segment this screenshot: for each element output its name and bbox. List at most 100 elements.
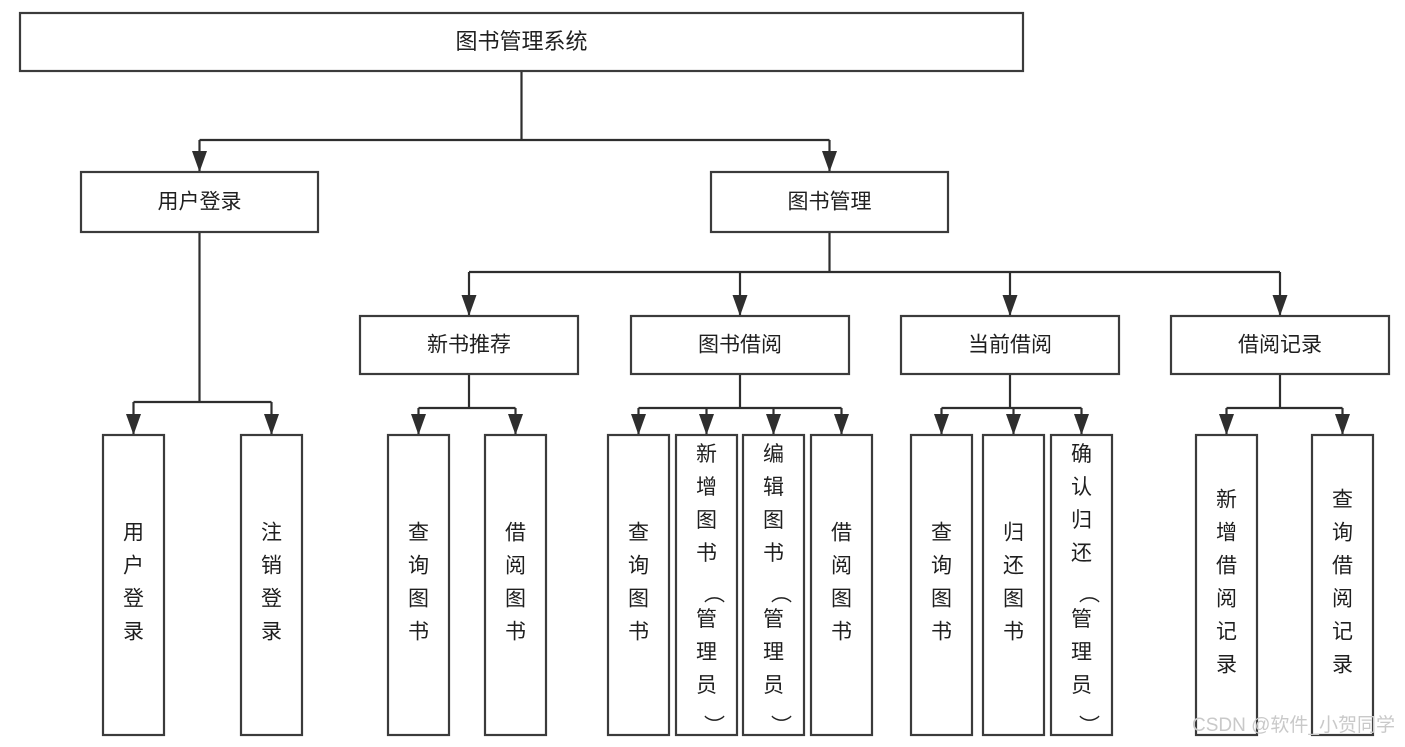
node-box bbox=[709, 170, 950, 234]
node-box bbox=[981, 433, 1046, 737]
root-node-图书管理系统[interactable]: 图书管理系统 bbox=[18, 11, 1025, 73]
level2-node-图书管理[interactable]: 图书管理 bbox=[709, 170, 950, 234]
leaf-label-char: 录 bbox=[1216, 654, 1237, 677]
leaf-label-char: 编 bbox=[763, 443, 784, 466]
node-box bbox=[1194, 433, 1259, 737]
leaf-label-char: 用 bbox=[123, 522, 144, 545]
level2-node-用户登录[interactable]: 用户登录 bbox=[79, 170, 320, 234]
leaf-label-char: 员 bbox=[696, 674, 717, 697]
leaf-label-char: 阅 bbox=[1332, 588, 1353, 611]
leaf-label-char: 借 bbox=[1332, 555, 1353, 578]
node-box bbox=[79, 170, 320, 234]
leaf-label-char: 管 bbox=[763, 608, 784, 631]
level3-node-当前借阅[interactable]: 当前借阅 bbox=[899, 314, 1121, 376]
leaf-label-char: 认 bbox=[1071, 476, 1092, 499]
leaf-label-char: 书 bbox=[696, 542, 717, 565]
node-box bbox=[606, 433, 671, 737]
leaf-label-char: ） bbox=[702, 715, 725, 736]
leaf-label-char: 书 bbox=[628, 621, 649, 644]
leaf-label-char: 询 bbox=[931, 555, 952, 578]
node-label: 借阅记录 bbox=[1238, 334, 1322, 357]
arrow-head-icon bbox=[732, 295, 748, 316]
leaf-label-char: 借 bbox=[505, 522, 526, 545]
leaf-label-char: （ bbox=[702, 583, 725, 604]
node-label: 当前借阅 bbox=[968, 334, 1052, 357]
leaf-label-char: 管 bbox=[1071, 608, 1092, 631]
leaf-label-char: 记 bbox=[1332, 621, 1353, 644]
leaf-label-char: 户 bbox=[123, 555, 144, 578]
leaf-label-char: 查 bbox=[1332, 489, 1353, 512]
leaf-label-char: （ bbox=[1077, 583, 1100, 604]
leaf-label-char: 书 bbox=[505, 621, 526, 644]
leaf-label-char: 询 bbox=[408, 555, 429, 578]
arrow-head-icon bbox=[1006, 414, 1021, 435]
leaf-label-char: 辑 bbox=[763, 476, 784, 499]
leaf-label-char: 员 bbox=[763, 674, 784, 697]
node-box bbox=[483, 433, 548, 737]
arrow-head-icon bbox=[461, 295, 477, 316]
leaf-label-char: 图 bbox=[931, 588, 952, 611]
node-box bbox=[1169, 314, 1391, 376]
level3-node-借阅记录[interactable]: 借阅记录 bbox=[1169, 314, 1391, 376]
leaf-label-char: 确 bbox=[1071, 443, 1092, 466]
leaf-label-char: 阅 bbox=[505, 555, 526, 578]
leaf-label-char: 书 bbox=[763, 542, 784, 565]
leaf-label-char: 新 bbox=[696, 443, 717, 466]
node-box bbox=[741, 433, 806, 737]
leaf-label-char: 还 bbox=[1071, 542, 1092, 565]
leaf-label-char: 理 bbox=[696, 641, 717, 664]
leaf-label-char: 查 bbox=[628, 522, 649, 545]
arrow-head-icon bbox=[508, 414, 523, 435]
leaf-label-char: 员 bbox=[1071, 674, 1092, 697]
leaf-label-char: 管 bbox=[696, 608, 717, 631]
node-box bbox=[629, 314, 851, 376]
connector-layer bbox=[126, 71, 1350, 435]
leaf-label-char: 图 bbox=[1003, 588, 1024, 611]
arrow-head-icon bbox=[1002, 295, 1018, 316]
arrow-head-icon bbox=[631, 414, 646, 435]
watermark-label: CSDN @软件_小贺同学 bbox=[1192, 714, 1395, 736]
node-layer: 图书管理系统用户登录图书管理新书推荐图书借阅当前借阅借阅记录用户登录注销登录查询… bbox=[18, 11, 1391, 737]
level3-node-新书推荐[interactable]: 新书推荐 bbox=[358, 314, 580, 376]
leaf-label-char: 借 bbox=[1216, 555, 1237, 578]
arrow-head-icon bbox=[699, 414, 714, 435]
arrow-head-icon bbox=[1272, 295, 1288, 316]
leaf-label-char: 增 bbox=[1216, 522, 1237, 545]
leaf-label-char: 书 bbox=[831, 621, 852, 644]
arrow-head-icon bbox=[834, 414, 849, 435]
node-label: 图书借阅 bbox=[698, 334, 782, 357]
arrow-head-icon bbox=[934, 414, 949, 435]
leaf-label-char: 图 bbox=[628, 588, 649, 611]
leaf-node-用户登录[interactable]: 用户登录 bbox=[101, 433, 166, 737]
leaf-label-char: 录 bbox=[123, 621, 144, 644]
leaf-label-char: 图 bbox=[831, 588, 852, 611]
level3-node-图书借阅[interactable]: 图书借阅 bbox=[629, 314, 851, 376]
leaf-label-char: 理 bbox=[1071, 641, 1092, 664]
leaf-label-char: 录 bbox=[1332, 654, 1353, 677]
leaf-label-char: 归 bbox=[1003, 522, 1024, 545]
node-box bbox=[909, 433, 974, 737]
leaf-label-char: 登 bbox=[261, 588, 282, 611]
node-box bbox=[101, 433, 166, 737]
node-box bbox=[674, 433, 739, 737]
node-label: 图书管理系统 bbox=[455, 29, 587, 54]
leaf-label-char: 注 bbox=[261, 522, 282, 545]
leaf-label-char: 销 bbox=[261, 555, 282, 578]
leaf-label-char: 图 bbox=[505, 588, 526, 611]
leaf-label-char: ） bbox=[1077, 715, 1100, 736]
leaf-label-char: 询 bbox=[1332, 522, 1353, 545]
